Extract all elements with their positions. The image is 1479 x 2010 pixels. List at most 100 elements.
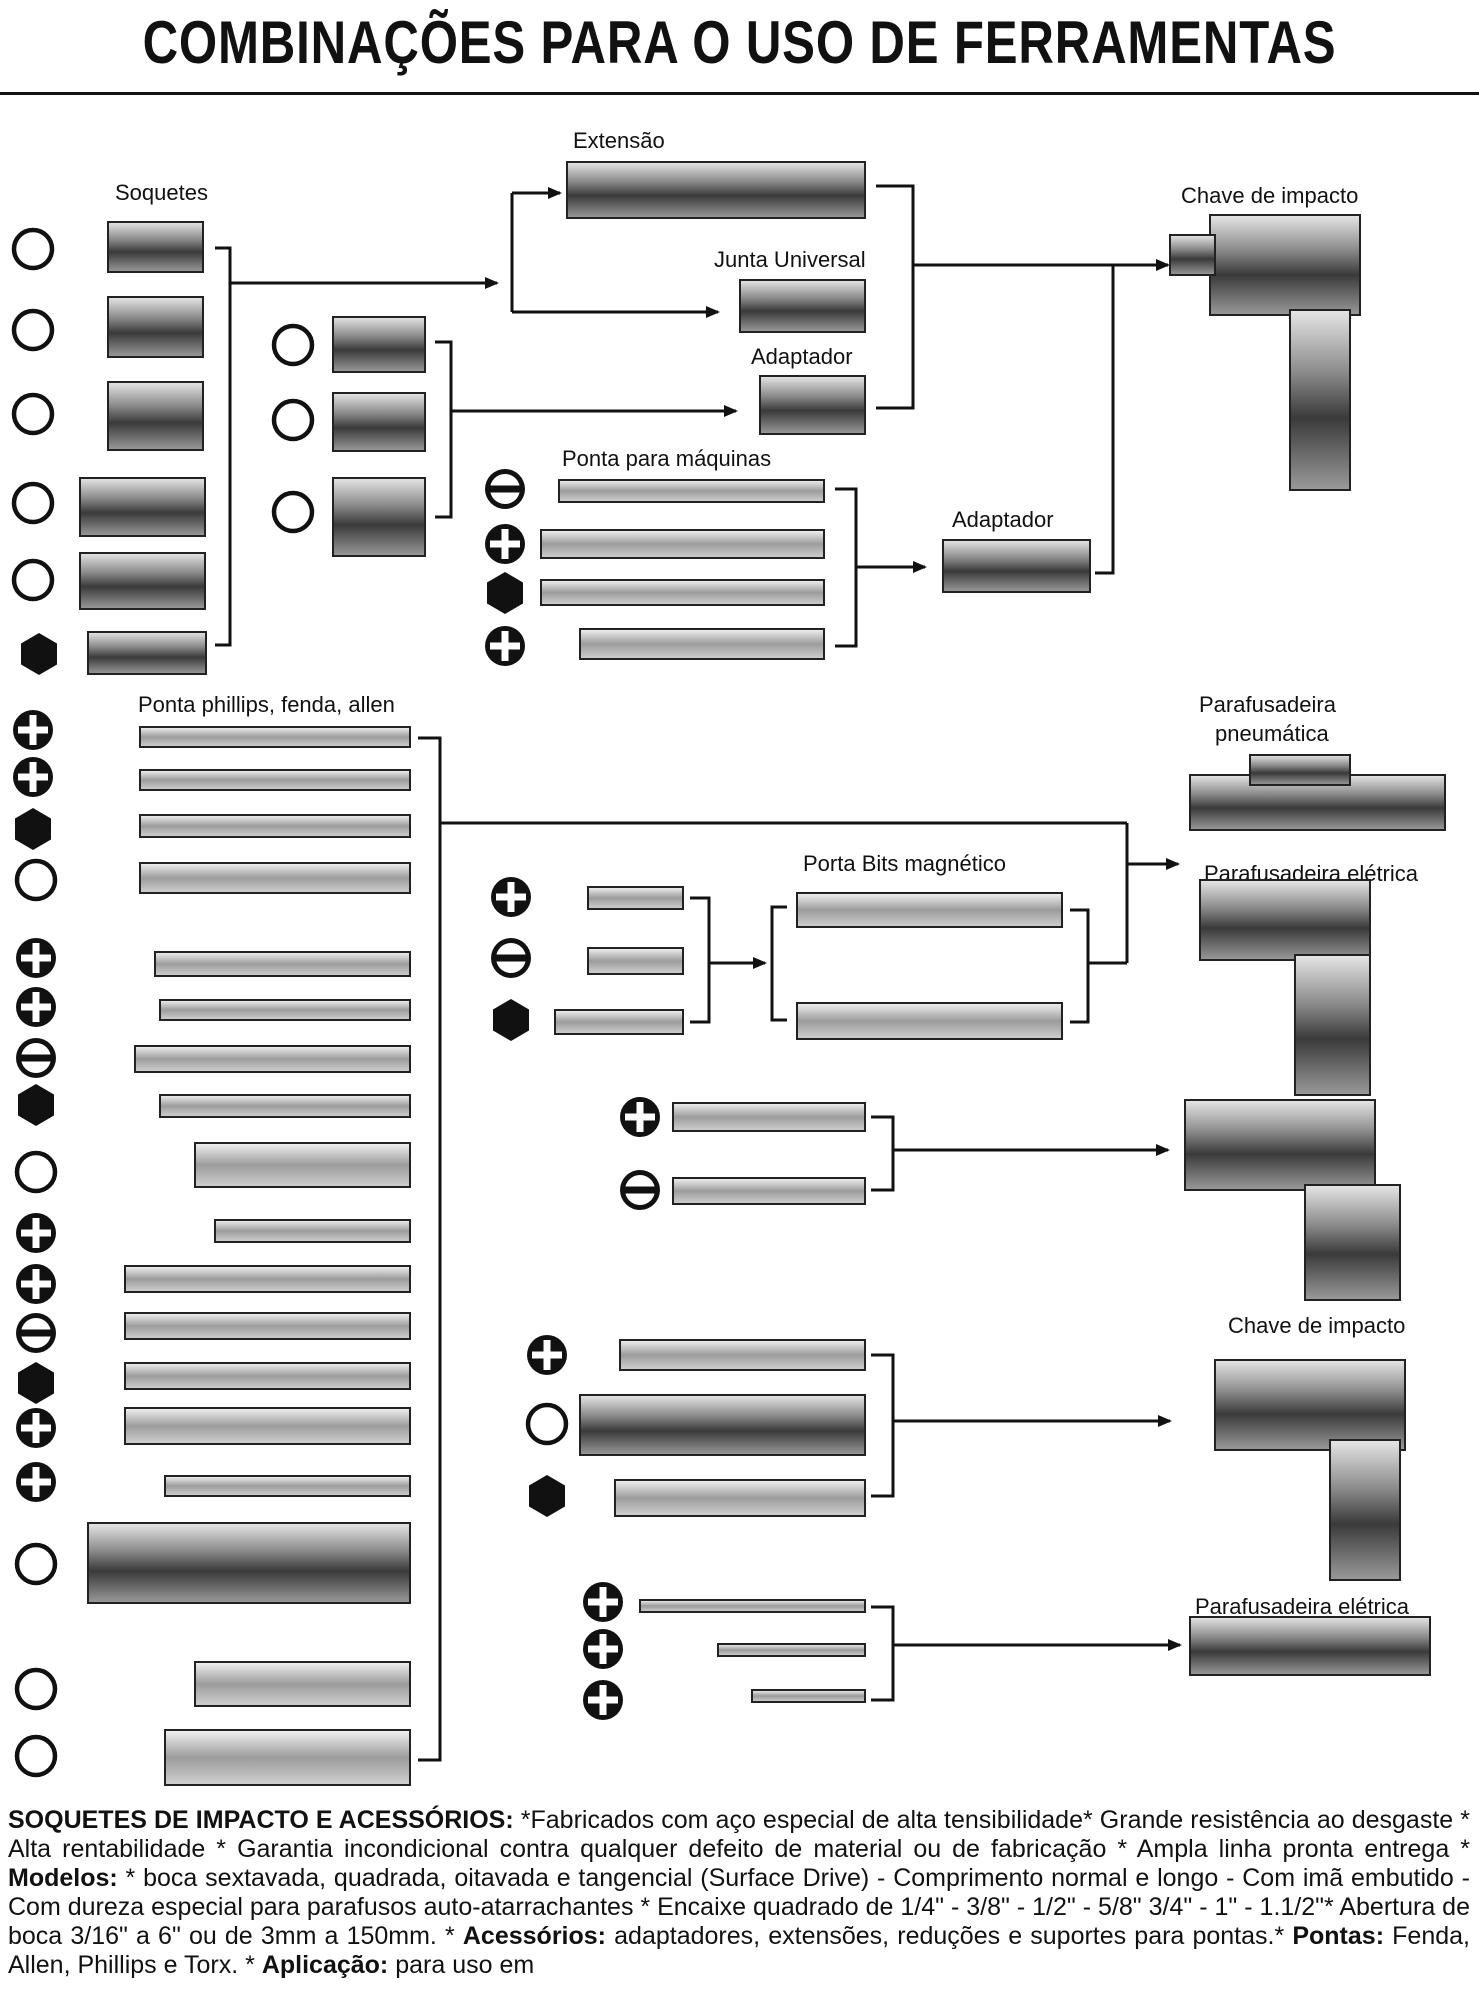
adapter-image: [942, 539, 1091, 593]
phillips-tip-icon: [16, 1408, 56, 1448]
bit-image: [540, 529, 825, 559]
phillips-tip-icon: [583, 1582, 623, 1622]
footer-text-2: * boca sextavada, quadrada, oitavada e t…: [8, 1864, 1470, 1950]
socket-image: [87, 631, 207, 675]
slotted-tip-icon: [491, 938, 531, 978]
bit-image: [540, 579, 825, 606]
bit-image: [164, 1475, 411, 1497]
hex-tip-icon: [15, 808, 51, 850]
bit-image: [619, 1339, 866, 1371]
bit-image: [579, 628, 825, 660]
label-parafusadeira-eletrica-2: Parafusadeira elétrica: [1195, 1594, 1410, 1619]
bit-image: [124, 1362, 411, 1390]
drill-image: [1184, 1099, 1401, 1301]
title-divider: [0, 92, 1479, 95]
bit-image: [194, 1142, 411, 1188]
footer-text-1: *Fabricados com aço especial de alta ten…: [8, 1806, 1470, 1863]
label-parafusadeira-pneumatica-line2: pneumática: [1215, 721, 1330, 746]
hex-tip-icon: [529, 1475, 565, 1517]
label-chave-impacto-2: Chave de impacto: [1228, 1313, 1405, 1338]
phillips-tip-icon: [527, 1335, 567, 1375]
socket-image: [332, 392, 426, 452]
bit-image: [587, 947, 684, 975]
electric-screwdriver-2-image: [1189, 1616, 1431, 1676]
footer-description: SOQUETES DE IMPACTO E ACESSÓRIOS: *Fabri…: [8, 1806, 1470, 1980]
square-tip-icon: [528, 1405, 566, 1443]
impact-wrench-2-image: [1214, 1359, 1406, 1581]
bit-image: [614, 1479, 866, 1517]
bit-image: [139, 814, 411, 838]
slotted-tip-icon: [16, 1313, 56, 1353]
phillips-tip-icon: [485, 626, 525, 666]
label-parafusadeira-pneumatica-line1: Parafusadeira: [1199, 692, 1337, 717]
bit-image: [159, 1094, 411, 1118]
footer-acessorios-label: Acessórios:: [462, 1922, 606, 1950]
page-title: COMBINAÇÕES PARA O USO DE FERRAMENTAS: [142, 9, 1337, 76]
bit-image: [87, 1522, 411, 1604]
tool-combination-diagram: Soquetes Extensão Junta Universal Adapta…: [0, 128, 1446, 1786]
electric-screwdriver-image: [1199, 879, 1371, 1096]
square-tip-icon: [14, 484, 52, 522]
bit-image: [154, 951, 411, 977]
footer-heading: SOQUETES DE IMPACTO E ACESSÓRIOS:: [8, 1806, 514, 1834]
slotted-tip-icon: [620, 1170, 660, 1210]
hex-tip-icon: [493, 999, 529, 1041]
square-tip-icon: [17, 1737, 55, 1775]
bit-image: [194, 1661, 411, 1707]
bit-image: [579, 1394, 866, 1456]
label-soquetes: Soquetes: [115, 180, 208, 205]
footer-pontas-label: Pontas:: [1292, 1922, 1385, 1950]
phillips-tip-icon: [16, 987, 56, 1027]
footer-modelos-label: Modelos:: [8, 1864, 118, 1892]
square-tip-icon: [14, 230, 52, 268]
footer-aplicacao-label: Aplicação:: [261, 1951, 389, 1979]
bit-image: [124, 1265, 411, 1293]
label-junta-universal: Junta Universal: [714, 247, 866, 272]
label-porta-bits: Porta Bits magnético: [803, 851, 1006, 876]
bit-image: [159, 999, 411, 1021]
impact-wrench-image: [1169, 214, 1361, 491]
phillips-tip-icon: [13, 757, 53, 797]
footer-text-4: Fenda, Allen, Phillips e Torx. *: [8, 1922, 1470, 1979]
socket-image: [79, 477, 206, 537]
phillips-tip-icon: [16, 1213, 56, 1253]
square-tip-icon: [17, 861, 55, 899]
square-tip-icon: [17, 1153, 55, 1191]
square-tip-icon: [274, 493, 312, 531]
slotted-tip-icon: [485, 469, 525, 509]
bit-image: [639, 1599, 866, 1613]
bit-image: [139, 769, 411, 791]
label-ponta-phillips: Ponta phillips, fenda, allen: [138, 692, 395, 717]
magnetic-bit-holder-image: [796, 1002, 1063, 1040]
universal-joint-image: [739, 279, 866, 333]
square-tip-icon: [274, 326, 312, 364]
square-tip-icon: [274, 401, 312, 439]
socket-image: [332, 477, 426, 557]
phillips-tip-icon: [491, 877, 531, 917]
phillips-tip-icon: [16, 1462, 56, 1502]
phillips-tip-icon: [13, 710, 53, 750]
bit-image: [164, 1729, 411, 1786]
bit-image: [717, 1643, 866, 1657]
square-tip-icon: [17, 1670, 55, 1708]
square-tip-icon: [14, 561, 52, 599]
bit-image: [751, 1689, 866, 1703]
socket-image: [107, 381, 204, 451]
phillips-tip-icon: [485, 524, 525, 564]
label-ponta-maquinas: Ponta para máquinas: [562, 446, 771, 471]
bit-image: [124, 1312, 411, 1340]
hex-tip-icon: [487, 572, 523, 614]
socket-image: [332, 316, 426, 373]
phillips-tip-icon: [583, 1629, 623, 1669]
slotted-tip-icon: [16, 1038, 56, 1078]
bit-image: [672, 1102, 866, 1132]
label-extensao: Extensão: [573, 128, 665, 153]
hex-tip-icon: [18, 1084, 54, 1126]
socket-image: [79, 552, 206, 610]
socket-image: [107, 296, 204, 358]
bit-image: [124, 1407, 411, 1445]
connector-lines: [215, 184, 1182, 1762]
extension-image: [566, 161, 866, 219]
square-tip-icon: [17, 1545, 55, 1583]
label-adaptador-1: Adaptador: [751, 344, 853, 369]
